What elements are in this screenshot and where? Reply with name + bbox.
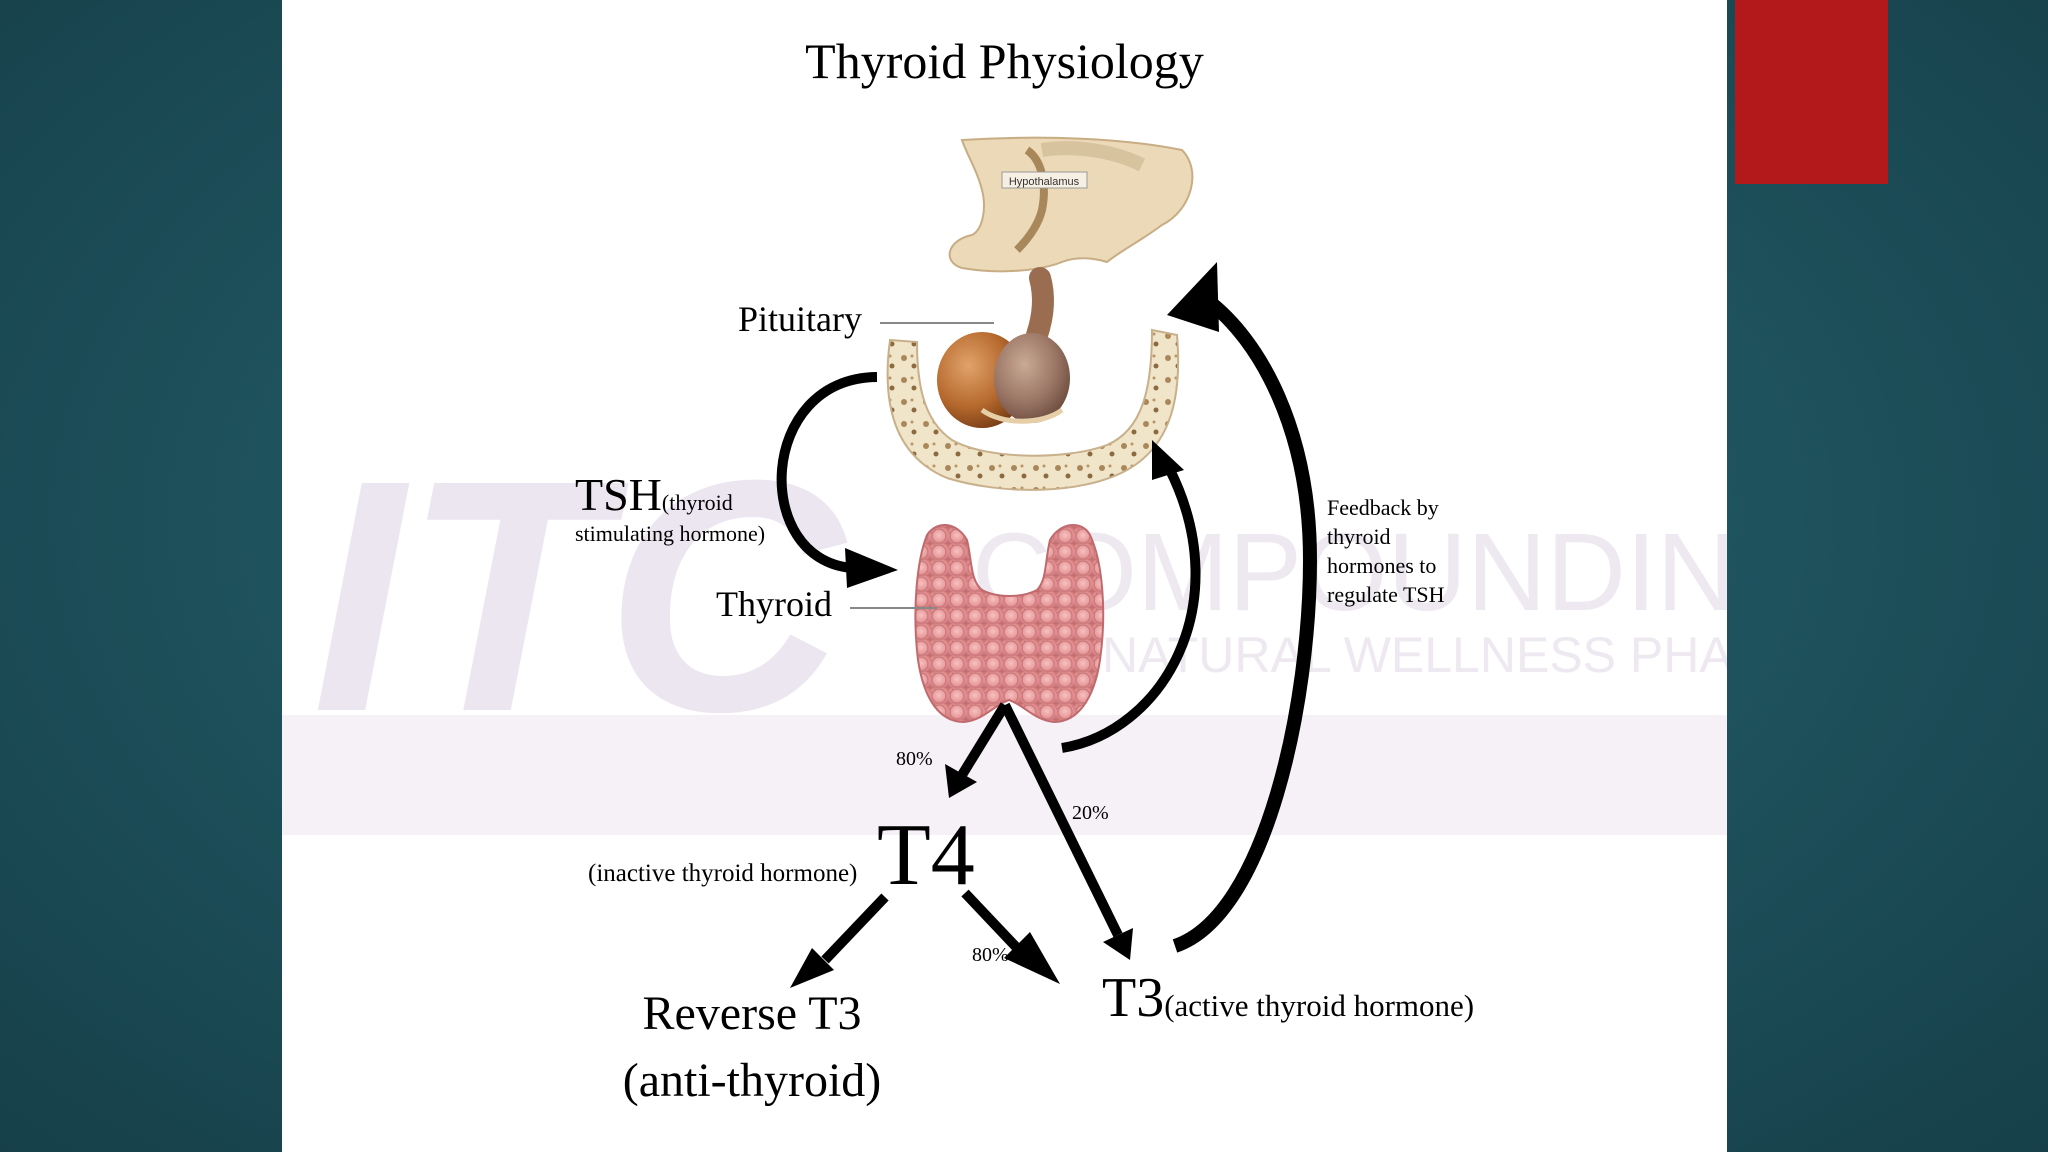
tsh-label: TSH(thyroid (575, 468, 733, 521)
pct-thyroid-to-t4: 80% (896, 748, 933, 770)
watermark-line2: NATURAL WELLNESS PHARMACY (1102, 627, 1727, 683)
t4-label: T4 (877, 807, 975, 904)
watermark-logo: ITC COMPOUNDING NATURAL WELLNESS PHARMAC… (282, 411, 1727, 835)
feedback-line-1: Feedback by (1327, 495, 1439, 520)
diagram-graphics: Hypothalamus (776, 136, 1318, 988)
arrow-thyroid-to-t3 (1000, 702, 1133, 960)
outer-feedback-arrow (1167, 262, 1318, 953)
t4-description: (inactive thyroid hormone) (588, 860, 858, 887)
tsh-abbrev: TSH (575, 469, 662, 520)
arrow-t4-to-t3 (961, 889, 1060, 984)
pct-t4-to-t3: 80% (972, 944, 1009, 966)
feedback-line-4: regulate TSH (1327, 582, 1445, 607)
feedback-text: Feedback by thyroid hormones to regulate… (1327, 493, 1445, 609)
accent-block (1735, 0, 1888, 184)
reverse-t3-line1: Reverse T3 (642, 987, 862, 1040)
tsh-arrow (776, 372, 898, 588)
thyroid-label: Thyroid (716, 584, 832, 624)
thyroid-illustration (914, 524, 1105, 724)
feedback-line-2: thyroid (1327, 524, 1391, 549)
feedback-line-3: hormones to (1327, 553, 1437, 578)
pituitary-illustration (886, 267, 1180, 491)
reverse-t3-line2: (anti-thyroid) (622, 1054, 882, 1107)
reverse-t3-label: Reverse T3 (anti-thyroid) (552, 980, 952, 1114)
t3-description: (active thyroid hormone) (1164, 988, 1475, 1023)
watermark-letters: ITC (312, 411, 848, 780)
tsh-desc-line2: stimulating hormone) (575, 521, 766, 546)
pct-thyroid-to-t3: 20% (1072, 802, 1109, 824)
slide-title: Thyroid Physiology (805, 33, 1204, 89)
slide: ITC COMPOUNDING NATURAL WELLNESS PHARMAC… (282, 0, 1727, 1152)
tsh-desc-line1: (thyroid (661, 490, 733, 515)
hypothalamus-label: Hypothalamus (1009, 176, 1080, 188)
t3-abbrev: T3 (1102, 967, 1165, 1029)
inner-feedback-arrow (1061, 440, 1201, 753)
arrow-thyroid-to-t4 (945, 702, 1010, 798)
arrow-t4-to-reverse-t3 (790, 893, 889, 988)
t3-label: T3(active thyroid hormone) (1102, 966, 1474, 1030)
hypothalamus-illustration: Hypothalamus (948, 136, 1194, 273)
pituitary-label: Pituitary (738, 299, 862, 339)
